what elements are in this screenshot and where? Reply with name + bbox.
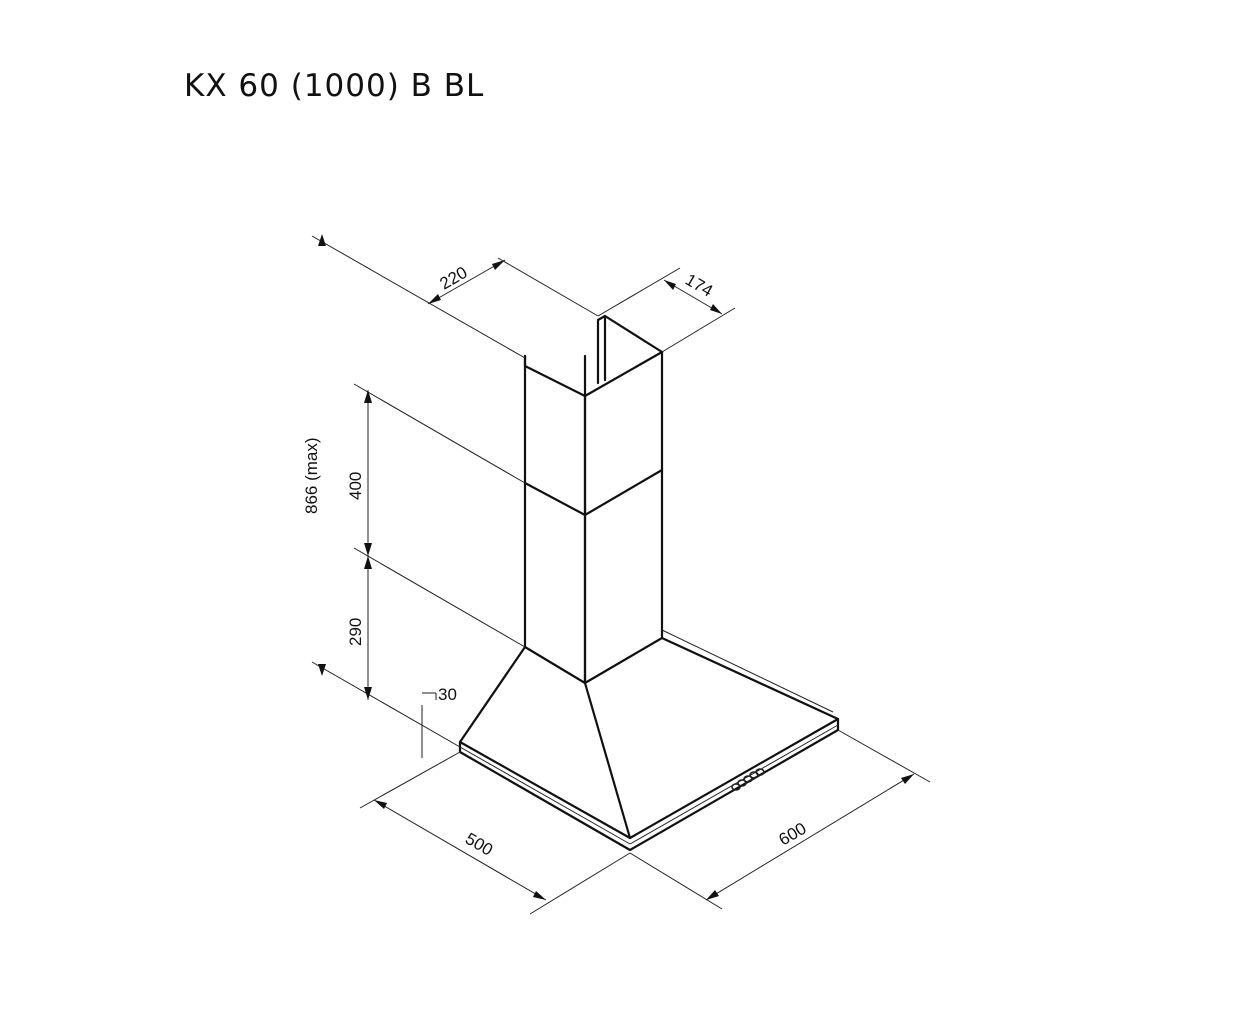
dimension-label-174: 174 (682, 270, 716, 301)
dimension-174: 174 (597, 267, 736, 353)
dimension-vertical: 400 290 866 (max) (302, 234, 526, 748)
dimension-label-500: 500 (462, 829, 496, 860)
model-title: KX 60 (1000) B BL (184, 68, 485, 104)
dimension-500: 500 (359, 751, 631, 915)
dimension-label-290: 290 (346, 618, 365, 646)
hood-outline (458, 314, 840, 852)
dimension-label-30: 30 (438, 685, 457, 704)
dimension-30: 30 (421, 685, 457, 758)
dimension-label-866-max: 866 (max) (302, 437, 321, 514)
dimension-220: 220 (311, 235, 599, 359)
dimension-label-220: 220 (437, 263, 471, 294)
control-buttons (731, 768, 765, 791)
dimension-600: 600 (629, 729, 931, 910)
dimension-label-600: 600 (776, 819, 810, 850)
dimension-label-400: 400 (346, 472, 365, 500)
